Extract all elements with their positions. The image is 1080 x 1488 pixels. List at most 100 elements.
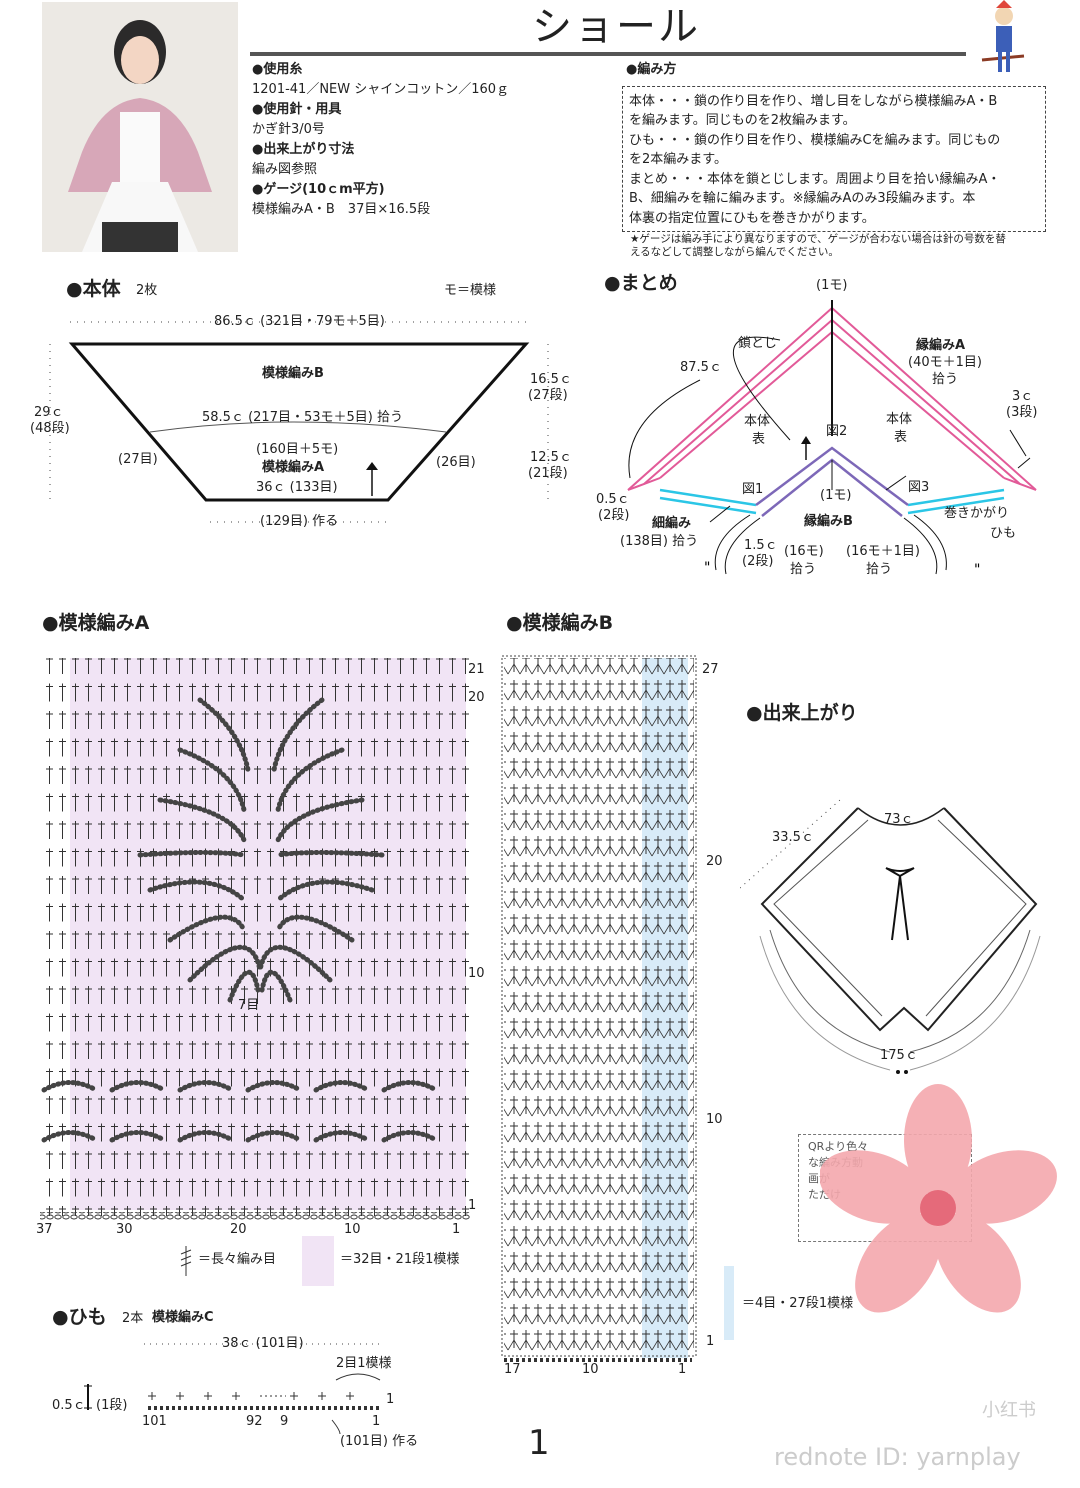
watermark-brand: 小红书	[982, 1400, 1036, 1421]
yarn-text: 1201-41／NEW シャインコットン／160ｇ	[252, 82, 510, 97]
body-r2: 12.5ｃ	[530, 450, 572, 465]
method-heading: ●編み方	[626, 62, 677, 77]
asm-front-r: 表	[894, 430, 908, 445]
method-box: 本体・・・鎖の作り目を作り、増し目をしながら模様編みA・B を編みます。同じもの…	[622, 86, 1046, 232]
asm-3c: 3ｃ	[1012, 389, 1034, 404]
gauge-heading: ●ゲージ(10ｃm平方)	[252, 182, 385, 197]
asm-half: 0.5ｃ	[596, 492, 630, 507]
tie-count: 2本	[122, 1311, 144, 1326]
double-treble-symbol-icon	[180, 1246, 192, 1276]
assembly-diagram: " "	[627, 300, 1037, 578]
body-chain: (129目) 作る	[260, 514, 339, 529]
method-line: 本体・・・鎖の作り目を作り、増し目をしながら模様編みA・B	[629, 94, 998, 109]
asm-edge-a-pick: 拾う	[932, 372, 959, 387]
pattern-b-col-1: 1	[678, 1362, 687, 1377]
tie-repeat: 2目1模様	[336, 1356, 392, 1371]
body-diagram	[49, 321, 549, 523]
needle-heading: ●使用針・用具	[252, 102, 342, 117]
method-line: を編みます。同じものを2枚編みます。	[629, 113, 856, 128]
asm-front-l: 表	[752, 432, 766, 447]
asm-length: 87.5ｃ	[680, 360, 722, 375]
gauge-text: 模様編みA・B 37目×16.5段	[252, 202, 431, 217]
body-r2b: (21段)	[528, 466, 568, 481]
model-photo	[42, 2, 238, 252]
pattern-a-chart	[40, 658, 470, 1220]
pattern-a-legend-1: ＝長々編み目	[198, 1252, 277, 1267]
pattern-a-row-1: 1	[468, 1198, 477, 1213]
tie-col-9: 9	[280, 1414, 289, 1429]
body-left-rows: (48段)	[30, 421, 70, 436]
body-count: 2枚	[136, 283, 158, 298]
tie-height-rows: (1段)	[96, 1398, 128, 1413]
tie-pattern: 模様編みC	[152, 1310, 214, 1325]
body-legend: モ＝模様	[444, 283, 497, 298]
asm-edge-a-count: (40モ＋1目)	[908, 355, 982, 370]
pattern-a-row-10: 10	[468, 966, 485, 981]
asm-body-r: 本体	[886, 412, 913, 427]
needle-text: かぎ針3/0号	[252, 122, 325, 137]
gauge-note-1: ★ゲージは編み手により異なりますので、ゲージが合わない場合は針の号数を替	[630, 233, 1006, 245]
tie-height: 0.5ｃ	[52, 1398, 86, 1413]
pattern-b-row-27: 27	[702, 662, 719, 677]
asm-edge-b: 縁編みB	[804, 514, 853, 529]
svg-text:": "	[974, 562, 980, 578]
method-line: ひも・・・鎖の作り目を作り、模様編みCを編みます。同じもの	[629, 133, 1001, 148]
body-mid-dim: 58.5ｃ (217目・53モ＋5目) 拾う	[202, 410, 403, 425]
body-r1: 16.5ｃ	[530, 372, 572, 387]
asm-15rows: (2段)	[742, 554, 774, 569]
finished-diagram	[740, 799, 1041, 1074]
pattern-a-legend-2: ＝32目・21段1模様	[340, 1252, 460, 1267]
assembly-heading: ●まとめ	[604, 272, 678, 294]
method-line: B、細編みを輪に編みます。※縁編みAのみ3段編みます。本	[629, 191, 976, 206]
asm-sc-pick: (138目) 拾う	[620, 534, 699, 549]
asm-16m1-pick: 拾う	[866, 562, 893, 577]
tie-col-1: 1	[372, 1414, 381, 1429]
svg-text:": "	[704, 560, 710, 576]
tie-chain: (101目) 作る	[340, 1434, 419, 1449]
pattern-a-col-20: 20	[230, 1222, 247, 1237]
tie-col-92: 92	[246, 1414, 263, 1429]
asm-fig3: 図3	[908, 480, 930, 495]
tie-chart	[84, 1343, 384, 1435]
pattern-b-row-1: 1	[706, 1334, 715, 1349]
tie-heading: ●ひも	[52, 1306, 107, 1328]
tie-length: 38ｃ (101目)	[222, 1336, 304, 1351]
asm-chain-join: 鎖とじ	[738, 336, 778, 351]
pattern-b-repeat-swatch	[724, 1266, 734, 1340]
body-heading: ●本体	[66, 278, 121, 300]
asm-edge-a: 縁編みA	[916, 338, 966, 353]
asm-top-motif: (1モ)	[816, 278, 848, 293]
pattern-b-col-17: 17	[504, 1362, 521, 1377]
finished-heading: ●出来上がり	[746, 702, 858, 724]
asm-16m-pick: 拾う	[790, 562, 817, 577]
qr-text-1: QRより色々	[808, 1140, 869, 1153]
tie-col-101: 101	[142, 1414, 167, 1429]
clown-mascot-icon	[980, 0, 1030, 80]
asm-half-rows: (2段)	[598, 508, 630, 523]
body-pattern-a: 模様編みA	[262, 460, 325, 475]
tie-row-1: 1	[386, 1392, 395, 1407]
asm-body-l: 本体	[744, 414, 771, 429]
pattern-a-row-21: 21	[468, 662, 485, 677]
title-rule	[250, 52, 966, 56]
pattern-b-chart	[501, 655, 697, 1362]
asm-sc: 細編み	[652, 516, 692, 531]
pattern-a-col-30: 30	[116, 1222, 133, 1237]
pattern-a-heading: ●模様編みA	[42, 612, 150, 634]
pattern-a-col-10: 10	[344, 1222, 361, 1237]
page-number: 1	[528, 1423, 550, 1463]
asm-16m1: (16モ＋1目)	[846, 544, 920, 559]
yarn-heading: ●使用糸	[252, 62, 303, 77]
pink-flower-sticker	[820, 1084, 1057, 1313]
method-line: を2本編みます。	[629, 152, 727, 167]
asm-16m: (16モ)	[784, 544, 824, 559]
finished-73c: 73ｃ	[884, 812, 914, 827]
pattern-a-7-stitches: 7目	[238, 998, 260, 1013]
method-line: まとめ・・・本体を鎖とじします。周囲より目を拾い縁編みA・	[629, 172, 1001, 187]
pattern-a-repeat-swatch	[302, 1236, 334, 1286]
asm-tie: ひも	[990, 526, 1017, 541]
body-pattern-b: 模様編みB	[262, 366, 324, 381]
pattern-b-heading: ●模様編みB	[506, 612, 614, 634]
pattern-b-col-10: 10	[582, 1362, 599, 1377]
pattern-a-row-20: 20	[468, 690, 485, 705]
